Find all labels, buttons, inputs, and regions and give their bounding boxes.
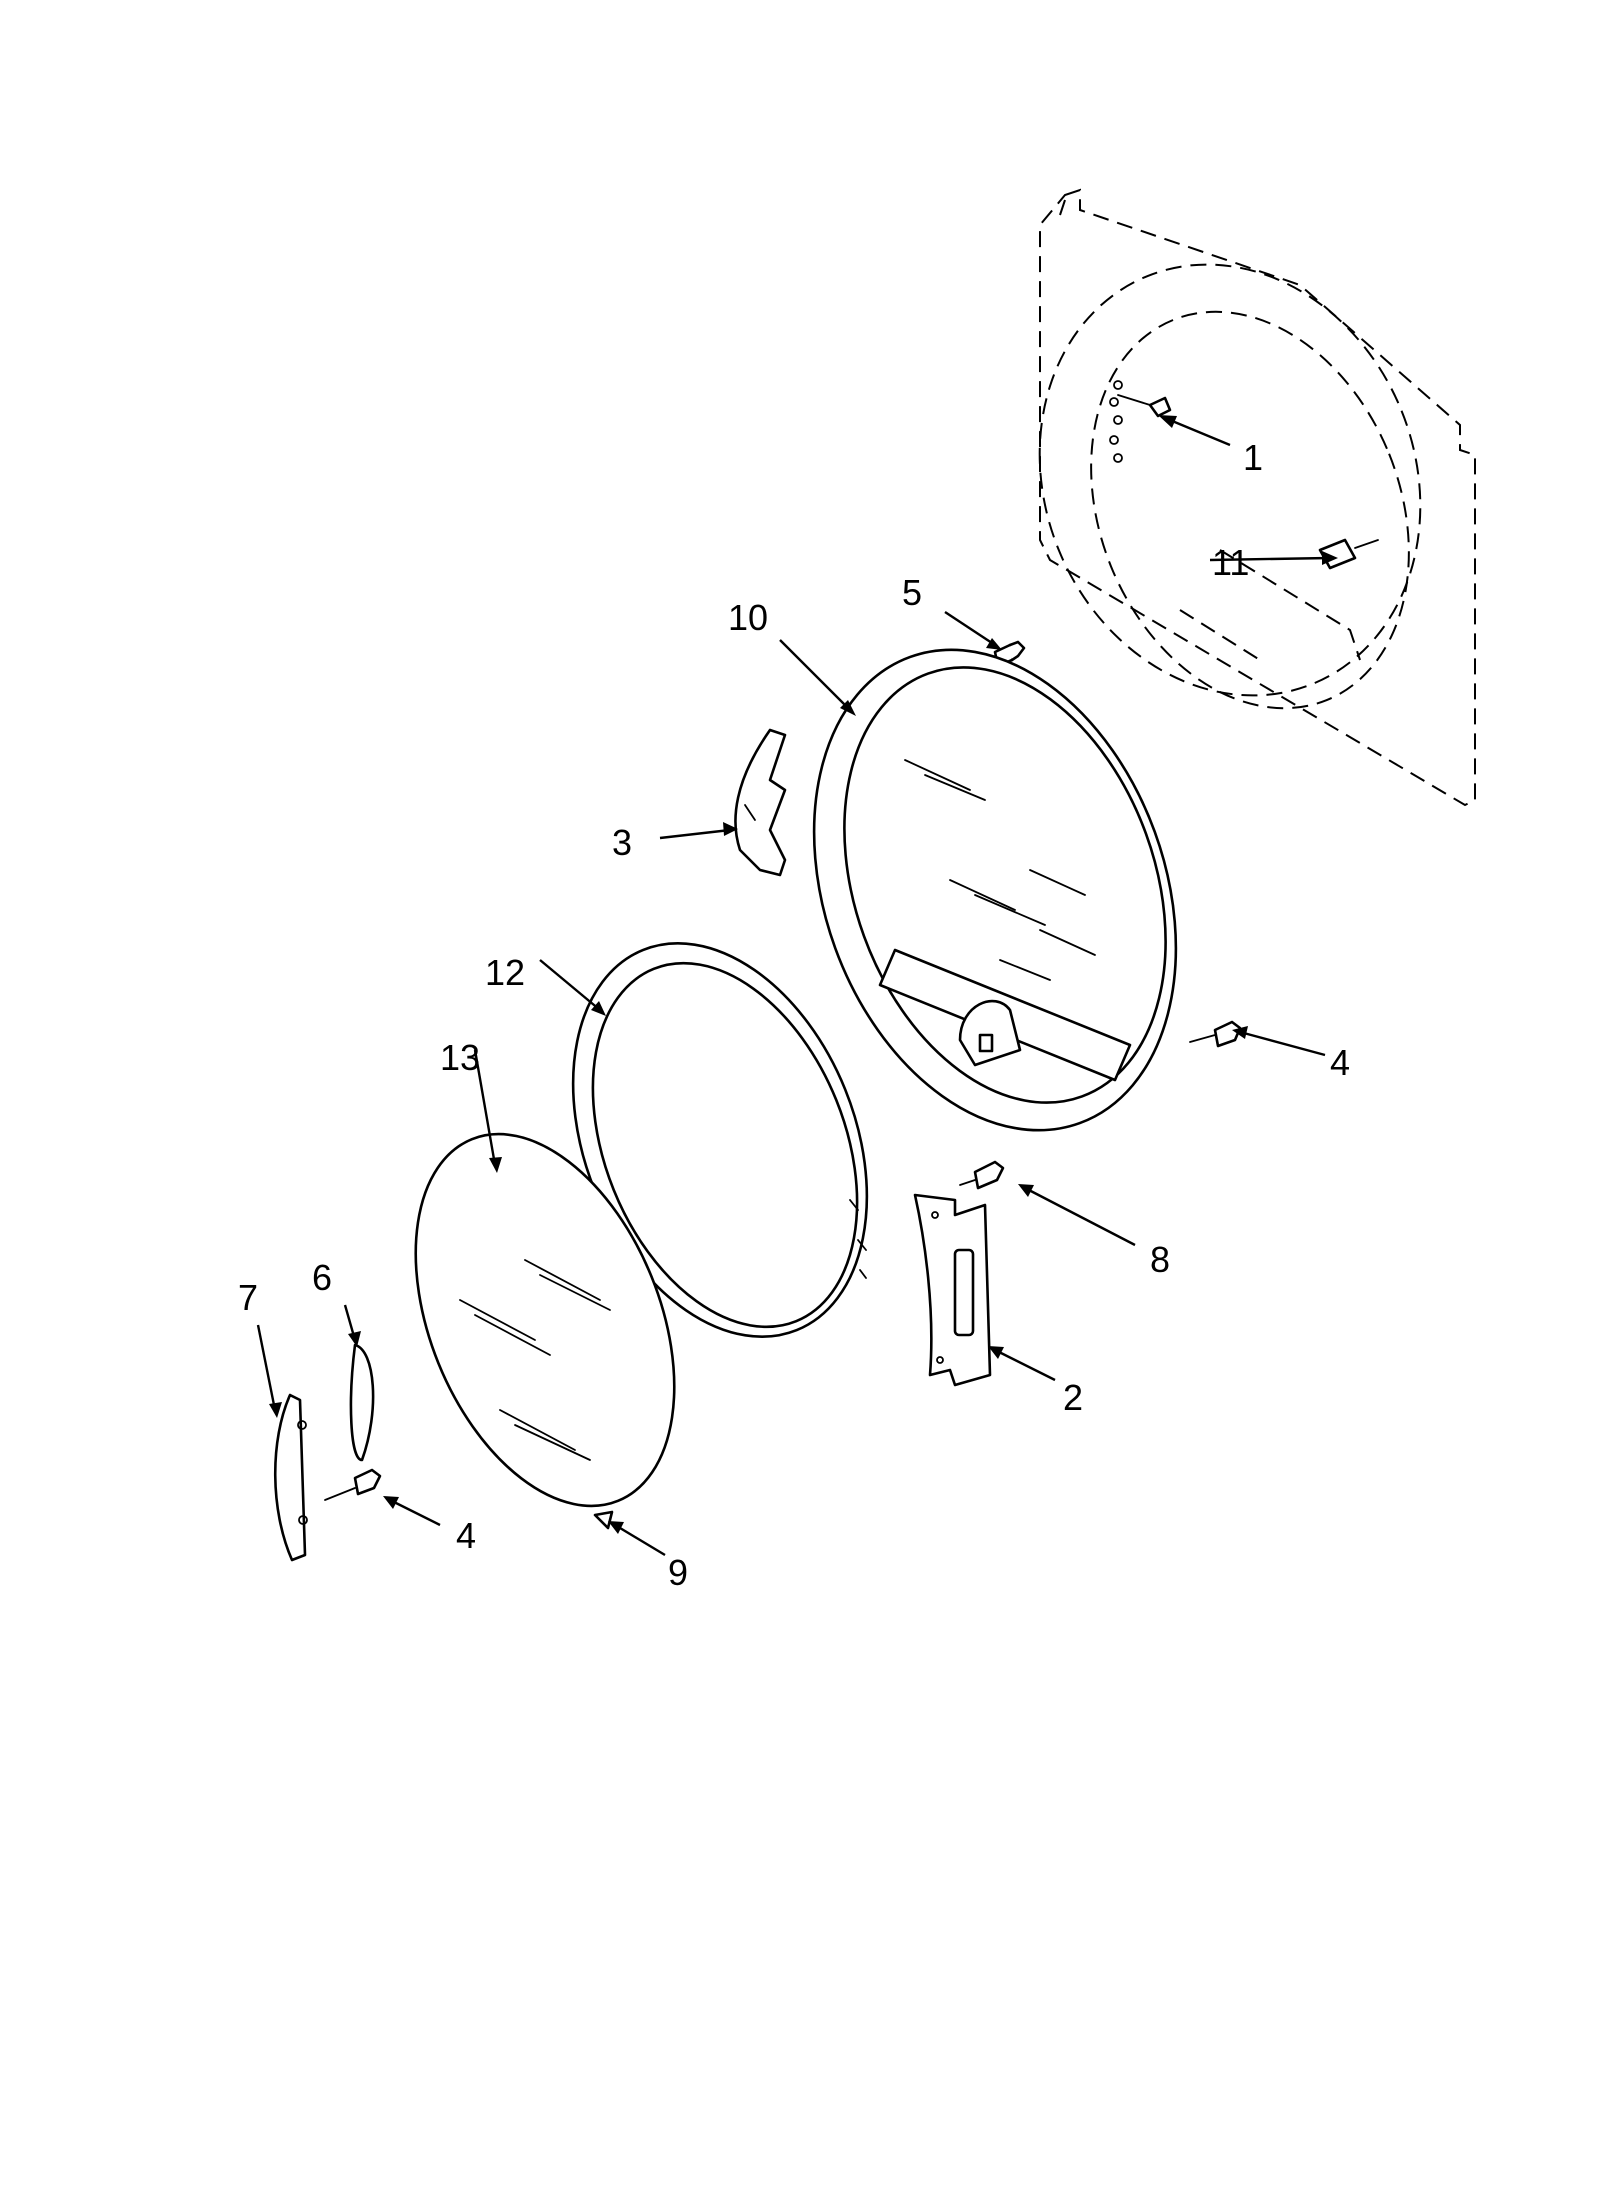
callout-10: 10 <box>728 597 768 638</box>
strike-icon <box>913 1193 992 1387</box>
callout-6: 6 <box>312 1257 332 1298</box>
callout-7: 7 <box>238 1277 258 1318</box>
callout-4a: 4 <box>1330 1042 1350 1083</box>
callout-9: 9 <box>668 1552 688 1593</box>
leader-lines <box>256 415 1338 1557</box>
screw-icon <box>1189 1020 1242 1048</box>
callout-11: 11 <box>1212 542 1249 583</box>
callout-8: 8 <box>1150 1239 1170 1280</box>
screw-icon <box>1117 394 1172 418</box>
screw-icon <box>959 1160 1005 1190</box>
door-outer-ring-icon <box>812 648 1178 1132</box>
callout-1: 1 <box>1243 437 1263 478</box>
callout-12: 12 <box>485 952 525 993</box>
handle-icon <box>273 1393 308 1562</box>
callout-2: 2 <box>1063 1377 1083 1418</box>
door-glass-icon <box>414 1132 676 1508</box>
cabinet-front-panel-icon <box>1038 188 1476 807</box>
callout-3: 3 <box>612 822 632 863</box>
door-inner-gasket-icon <box>571 942 869 1338</box>
handle-trim-icon <box>349 1343 375 1462</box>
callout-4b: 4 <box>456 1515 476 1556</box>
callout-13: 13 <box>440 1037 480 1078</box>
hinge-icon <box>734 728 787 877</box>
callout-5: 5 <box>902 572 922 613</box>
screw-icon <box>593 1510 614 1530</box>
screw-icon <box>324 1468 382 1501</box>
